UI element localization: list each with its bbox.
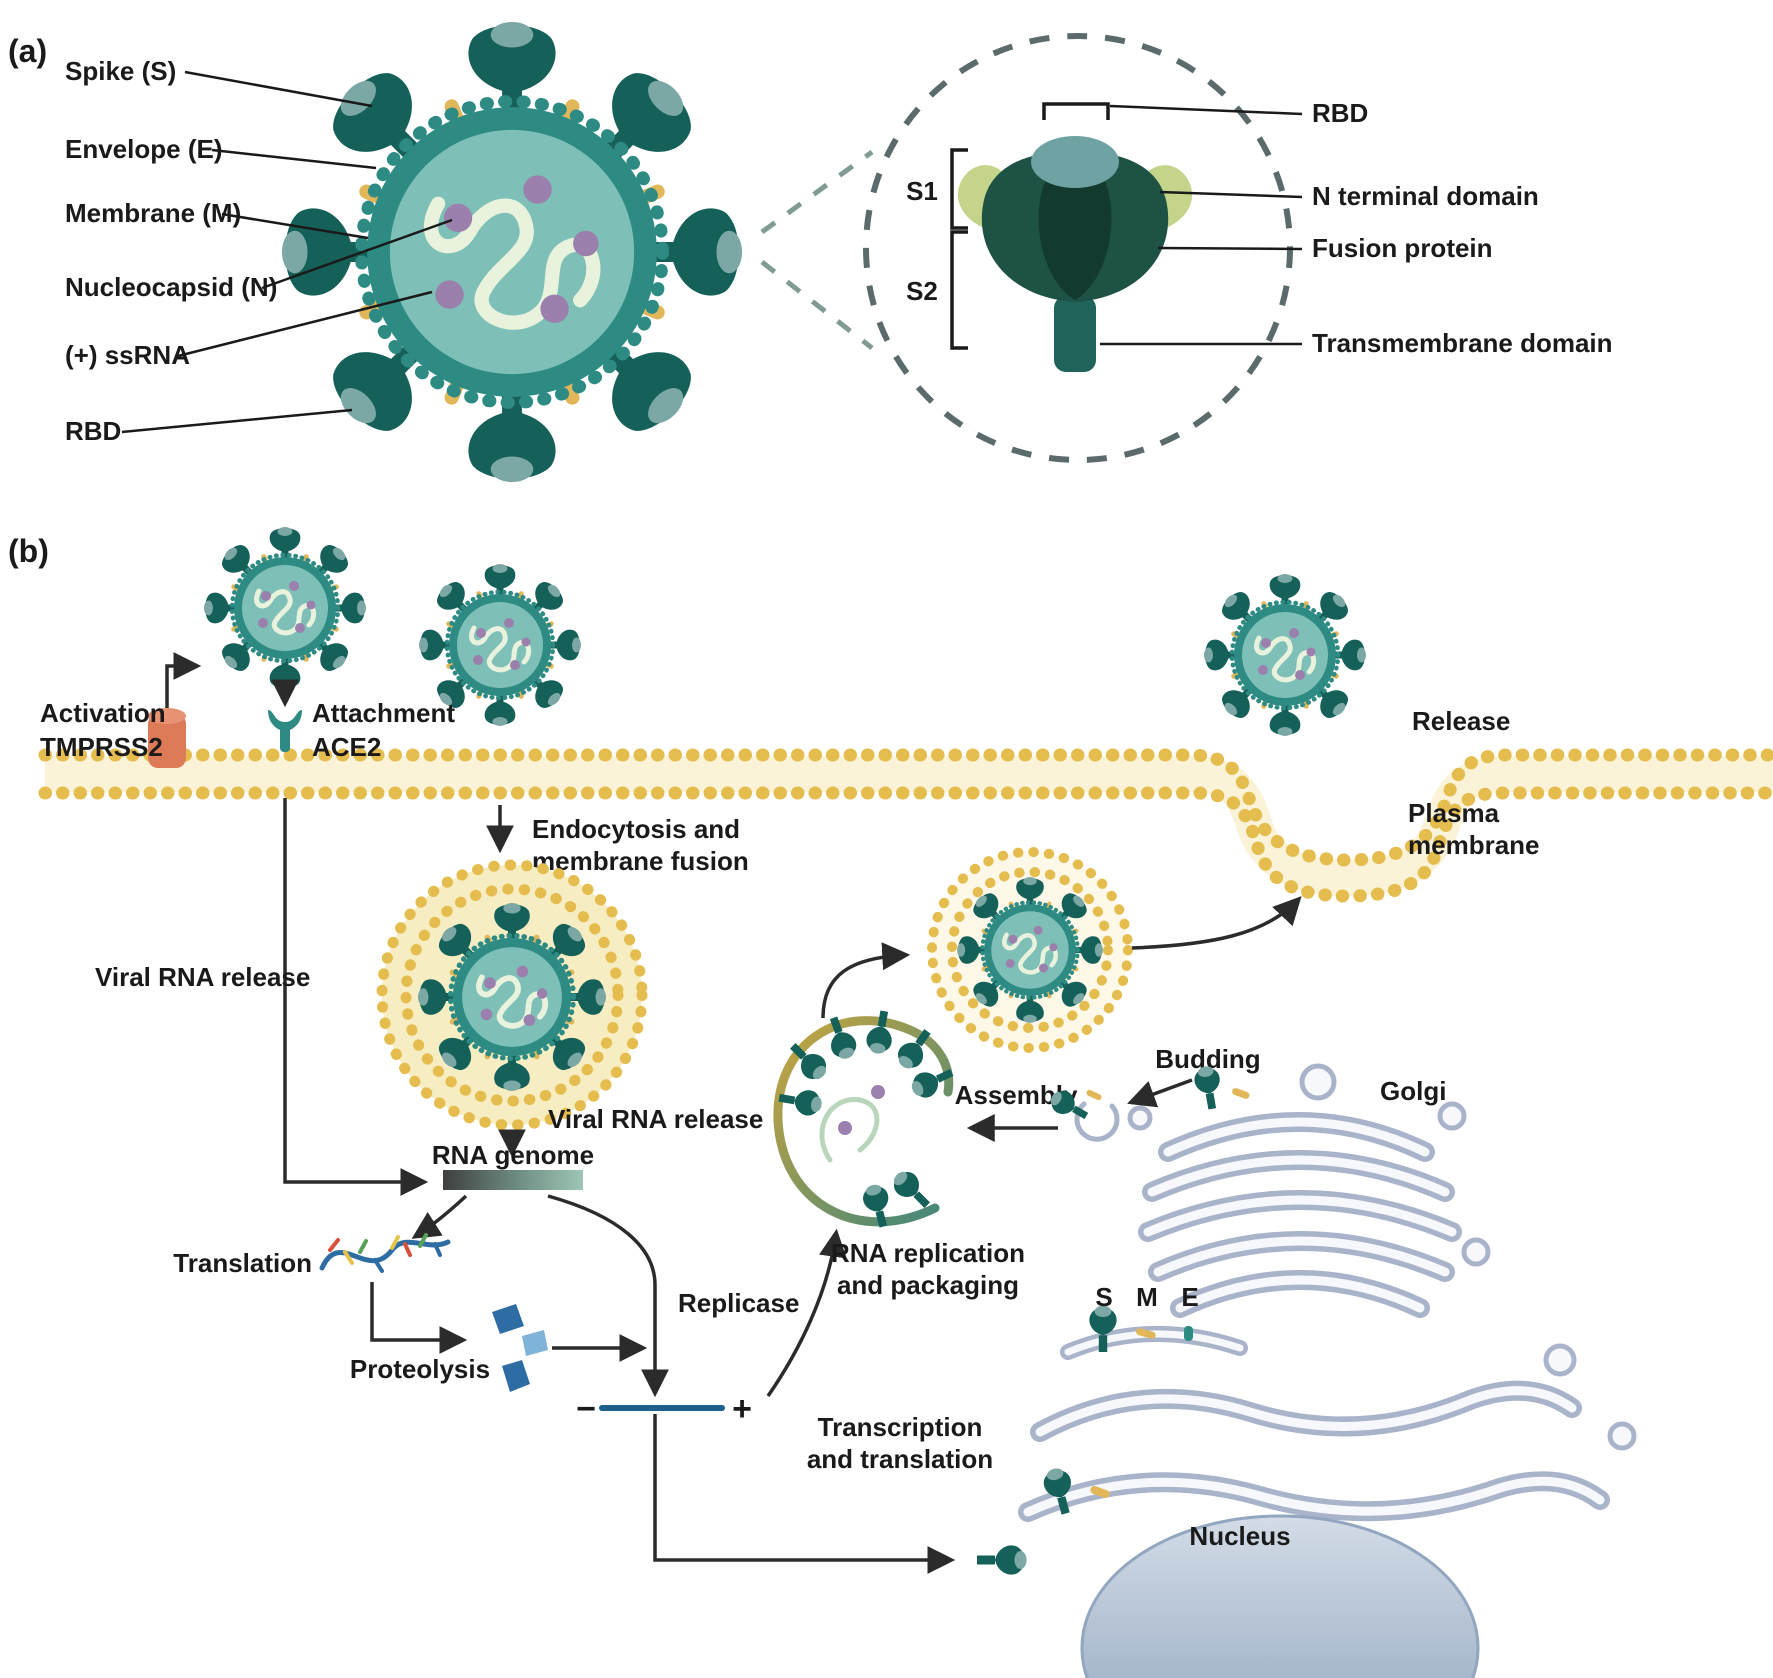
label-release: Release <box>1412 706 1510 736</box>
er-icon <box>1018 1305 1637 1522</box>
label-viral-rna-release-left: Viral RNA release <box>95 962 310 992</box>
label-rna-replication-1: RNA replication <box>831 1238 1025 1268</box>
zoom-cone-lines <box>760 149 874 350</box>
label-plasma-1: Plasma <box>1408 798 1500 828</box>
arrow-plus-to-replication <box>766 1228 847 1397</box>
label-protein-s: S <box>1095 1282 1112 1312</box>
label-protein-m: M <box>1136 1282 1158 1312</box>
arrow-activation <box>165 652 202 708</box>
label-proteolysis: Proteolysis <box>350 1354 490 1384</box>
arrow-genome-to-translation <box>411 1194 468 1239</box>
arrow-genome-to-replicase <box>547 1194 669 1398</box>
nucleus-shape <box>1080 1514 1480 1678</box>
transport-vesicle-icon <box>927 847 1133 1053</box>
label-tmprss2: TMPRSS2 <box>40 732 163 762</box>
plasma-membrane-bilayer <box>38 748 1773 903</box>
label-attachment: Attachment <box>312 698 455 728</box>
endosome-icon <box>376 859 648 1131</box>
label-nucleus: Nucleus <box>1189 1521 1290 1551</box>
label-translation: Translation <box>173 1248 312 1278</box>
label-n-terminal-domain: N terminal domain <box>1312 181 1539 211</box>
label-plus: + <box>732 1390 752 1428</box>
virion-incoming-1 <box>204 527 366 689</box>
label-rna-replication-2: and packaging <box>837 1270 1019 1300</box>
label-protein-e: E <box>1181 1282 1198 1312</box>
label-transcription-1: Transcription <box>818 1412 983 1442</box>
label-activation: Activation <box>40 698 166 728</box>
label-s2: S2 <box>906 276 938 306</box>
label-rbd-zoom: RBD <box>1312 98 1368 128</box>
protease-fragments-icon <box>492 1304 548 1392</box>
replication-curl-icon <box>773 1008 958 1230</box>
label-transcription-2: and translation <box>807 1444 993 1474</box>
rna-genome-bar <box>443 1170 583 1190</box>
panel-b-label: (b) <box>8 533 49 569</box>
label-s1: S1 <box>906 176 938 206</box>
label-envelope-e: Envelope (E) <box>65 134 222 164</box>
arrow-vesicle-to-release <box>1131 896 1302 950</box>
label-endocytosis-1: Endocytosis and <box>532 814 740 844</box>
label-membrane-m: Membrane (M) <box>65 198 241 228</box>
arrow-budding <box>1127 1078 1193 1108</box>
panel-a-label: (a) <box>8 33 47 69</box>
label-endocytosis-2: membrane fusion <box>532 846 749 876</box>
label-replicase: Replicase <box>678 1288 799 1318</box>
golgi-icon <box>1127 1063 1491 1318</box>
budding-vesicle-icon <box>1046 1086 1120 1142</box>
label-rna-genome: RNA genome <box>432 1140 594 1170</box>
label-fusion-protein: Fusion protein <box>1312 233 1493 263</box>
arrow-viral-rna-release-left <box>283 798 429 1196</box>
panel-a-pointer-lines <box>121 70 453 434</box>
label-viral-rna-release-endosome: Viral RNA release <box>548 1104 763 1134</box>
arrow-translation-to-proteolysis <box>370 1282 468 1354</box>
spike-protein-icon <box>957 136 1193 372</box>
label-ace2: ACE2 <box>312 732 381 762</box>
label-ssrna: (+) ssRNA <box>65 340 190 370</box>
label-nucleocapsid-n: Nucleocapsid (N) <box>65 272 277 302</box>
virion-released <box>1204 574 1366 736</box>
label-rbd-left: RBD <box>65 416 121 446</box>
label-spike-s: Spike (S) <box>65 56 176 86</box>
label-golgi: Golgi <box>1380 1076 1446 1106</box>
mrna-icon <box>319 1233 451 1273</box>
label-transmembrane-domain: Transmembrane domain <box>1312 328 1613 358</box>
spike-domain-brackets <box>950 102 1303 350</box>
virion-main-icon <box>282 22 742 482</box>
ace2-icon <box>268 710 302 752</box>
arrow-transcription <box>653 1414 956 1574</box>
label-minus: − <box>576 1390 596 1428</box>
tmprss2-icon <box>148 708 186 768</box>
label-plasma-2: membrane <box>1408 830 1540 860</box>
arrow-curl-to-vesicle <box>821 942 911 1019</box>
spike-protein-mini-icon <box>977 1545 1027 1575</box>
